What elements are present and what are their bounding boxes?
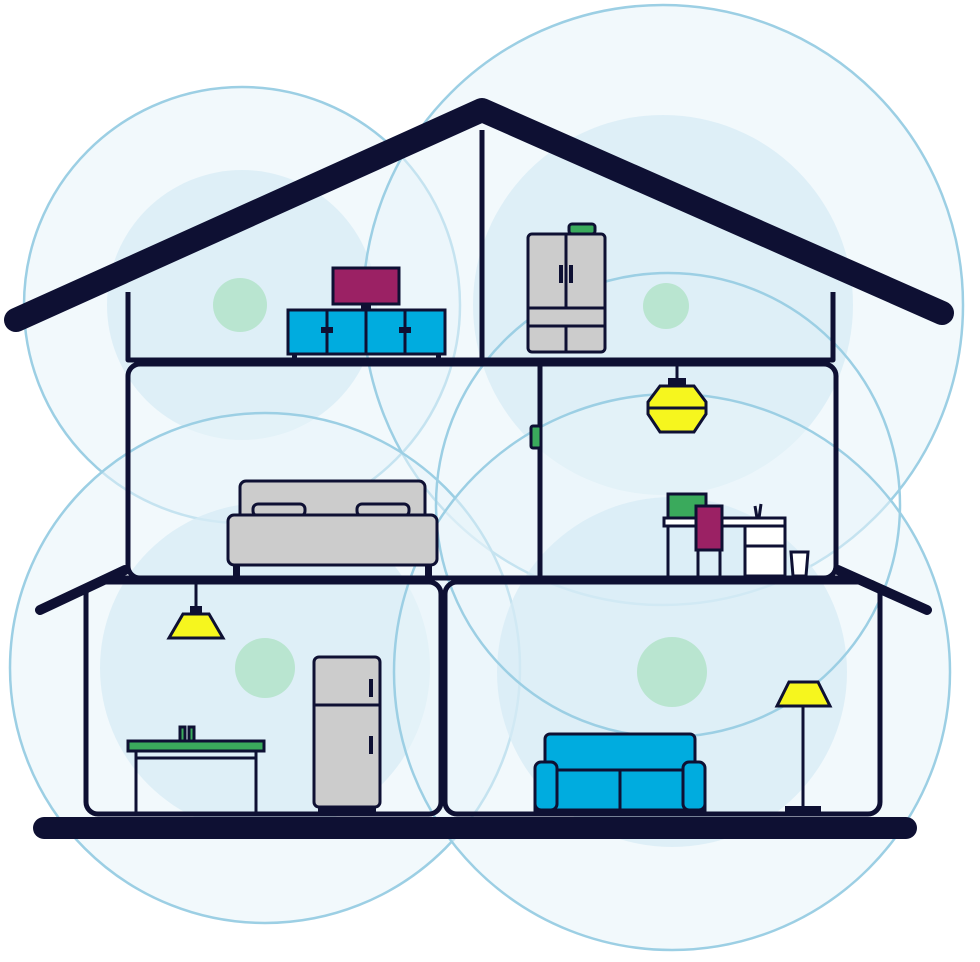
roofs xyxy=(4,98,954,839)
tv-stand-handle xyxy=(321,327,333,333)
bed xyxy=(226,479,439,576)
wall-mesh-node xyxy=(529,424,543,450)
pendant-lamp-shade xyxy=(166,612,226,640)
refrigerator-handle xyxy=(369,679,373,697)
refrigerator-base xyxy=(318,807,376,812)
bed-mattress xyxy=(226,513,439,567)
tv-stand-handle xyxy=(399,327,411,333)
wardrobe xyxy=(526,222,607,354)
tv-screen xyxy=(331,266,401,306)
sofa-arm xyxy=(533,760,559,812)
table-bottles xyxy=(187,725,196,743)
refrigerator-handle xyxy=(369,736,373,754)
node-dot-living xyxy=(637,637,707,707)
living-room-frame xyxy=(442,579,883,817)
node-dot-attic-left xyxy=(213,278,267,332)
wardrobe-handle xyxy=(569,265,573,283)
desk-pencils xyxy=(753,505,759,519)
bed-leg xyxy=(425,565,432,576)
wardrobe-handle xyxy=(559,265,563,283)
lower-roof-right xyxy=(833,565,932,615)
study-furniture xyxy=(529,364,810,578)
node-dot-kitchen xyxy=(235,638,295,698)
desk-pencils xyxy=(757,503,763,519)
dining-table-top xyxy=(126,739,266,753)
tv-neck xyxy=(361,304,371,310)
study-chair-back xyxy=(694,504,724,552)
floor-lamp-base xyxy=(785,806,821,812)
living-furniture xyxy=(533,680,833,812)
table-bottles xyxy=(178,725,187,743)
ceiling-lamp-cap xyxy=(668,378,686,386)
pendant-lamp-cap xyxy=(190,606,202,614)
bed-leg xyxy=(233,565,240,576)
desk-drawers xyxy=(743,524,787,578)
mesh-node-dots xyxy=(213,278,707,707)
sofa-back xyxy=(543,732,697,776)
tv-stand-foot xyxy=(292,354,297,360)
node-dot-attic-right xyxy=(643,283,689,329)
kitchen-frame xyxy=(83,579,444,817)
sofa-arm xyxy=(681,760,707,812)
floor-lamp-shade xyxy=(774,680,833,708)
main-roof xyxy=(4,98,954,332)
desk-top xyxy=(662,516,787,528)
trash-bin xyxy=(789,550,810,578)
kitchen-furniture xyxy=(126,582,382,812)
tv-stand-foot xyxy=(436,354,441,360)
tv-set xyxy=(286,266,447,360)
